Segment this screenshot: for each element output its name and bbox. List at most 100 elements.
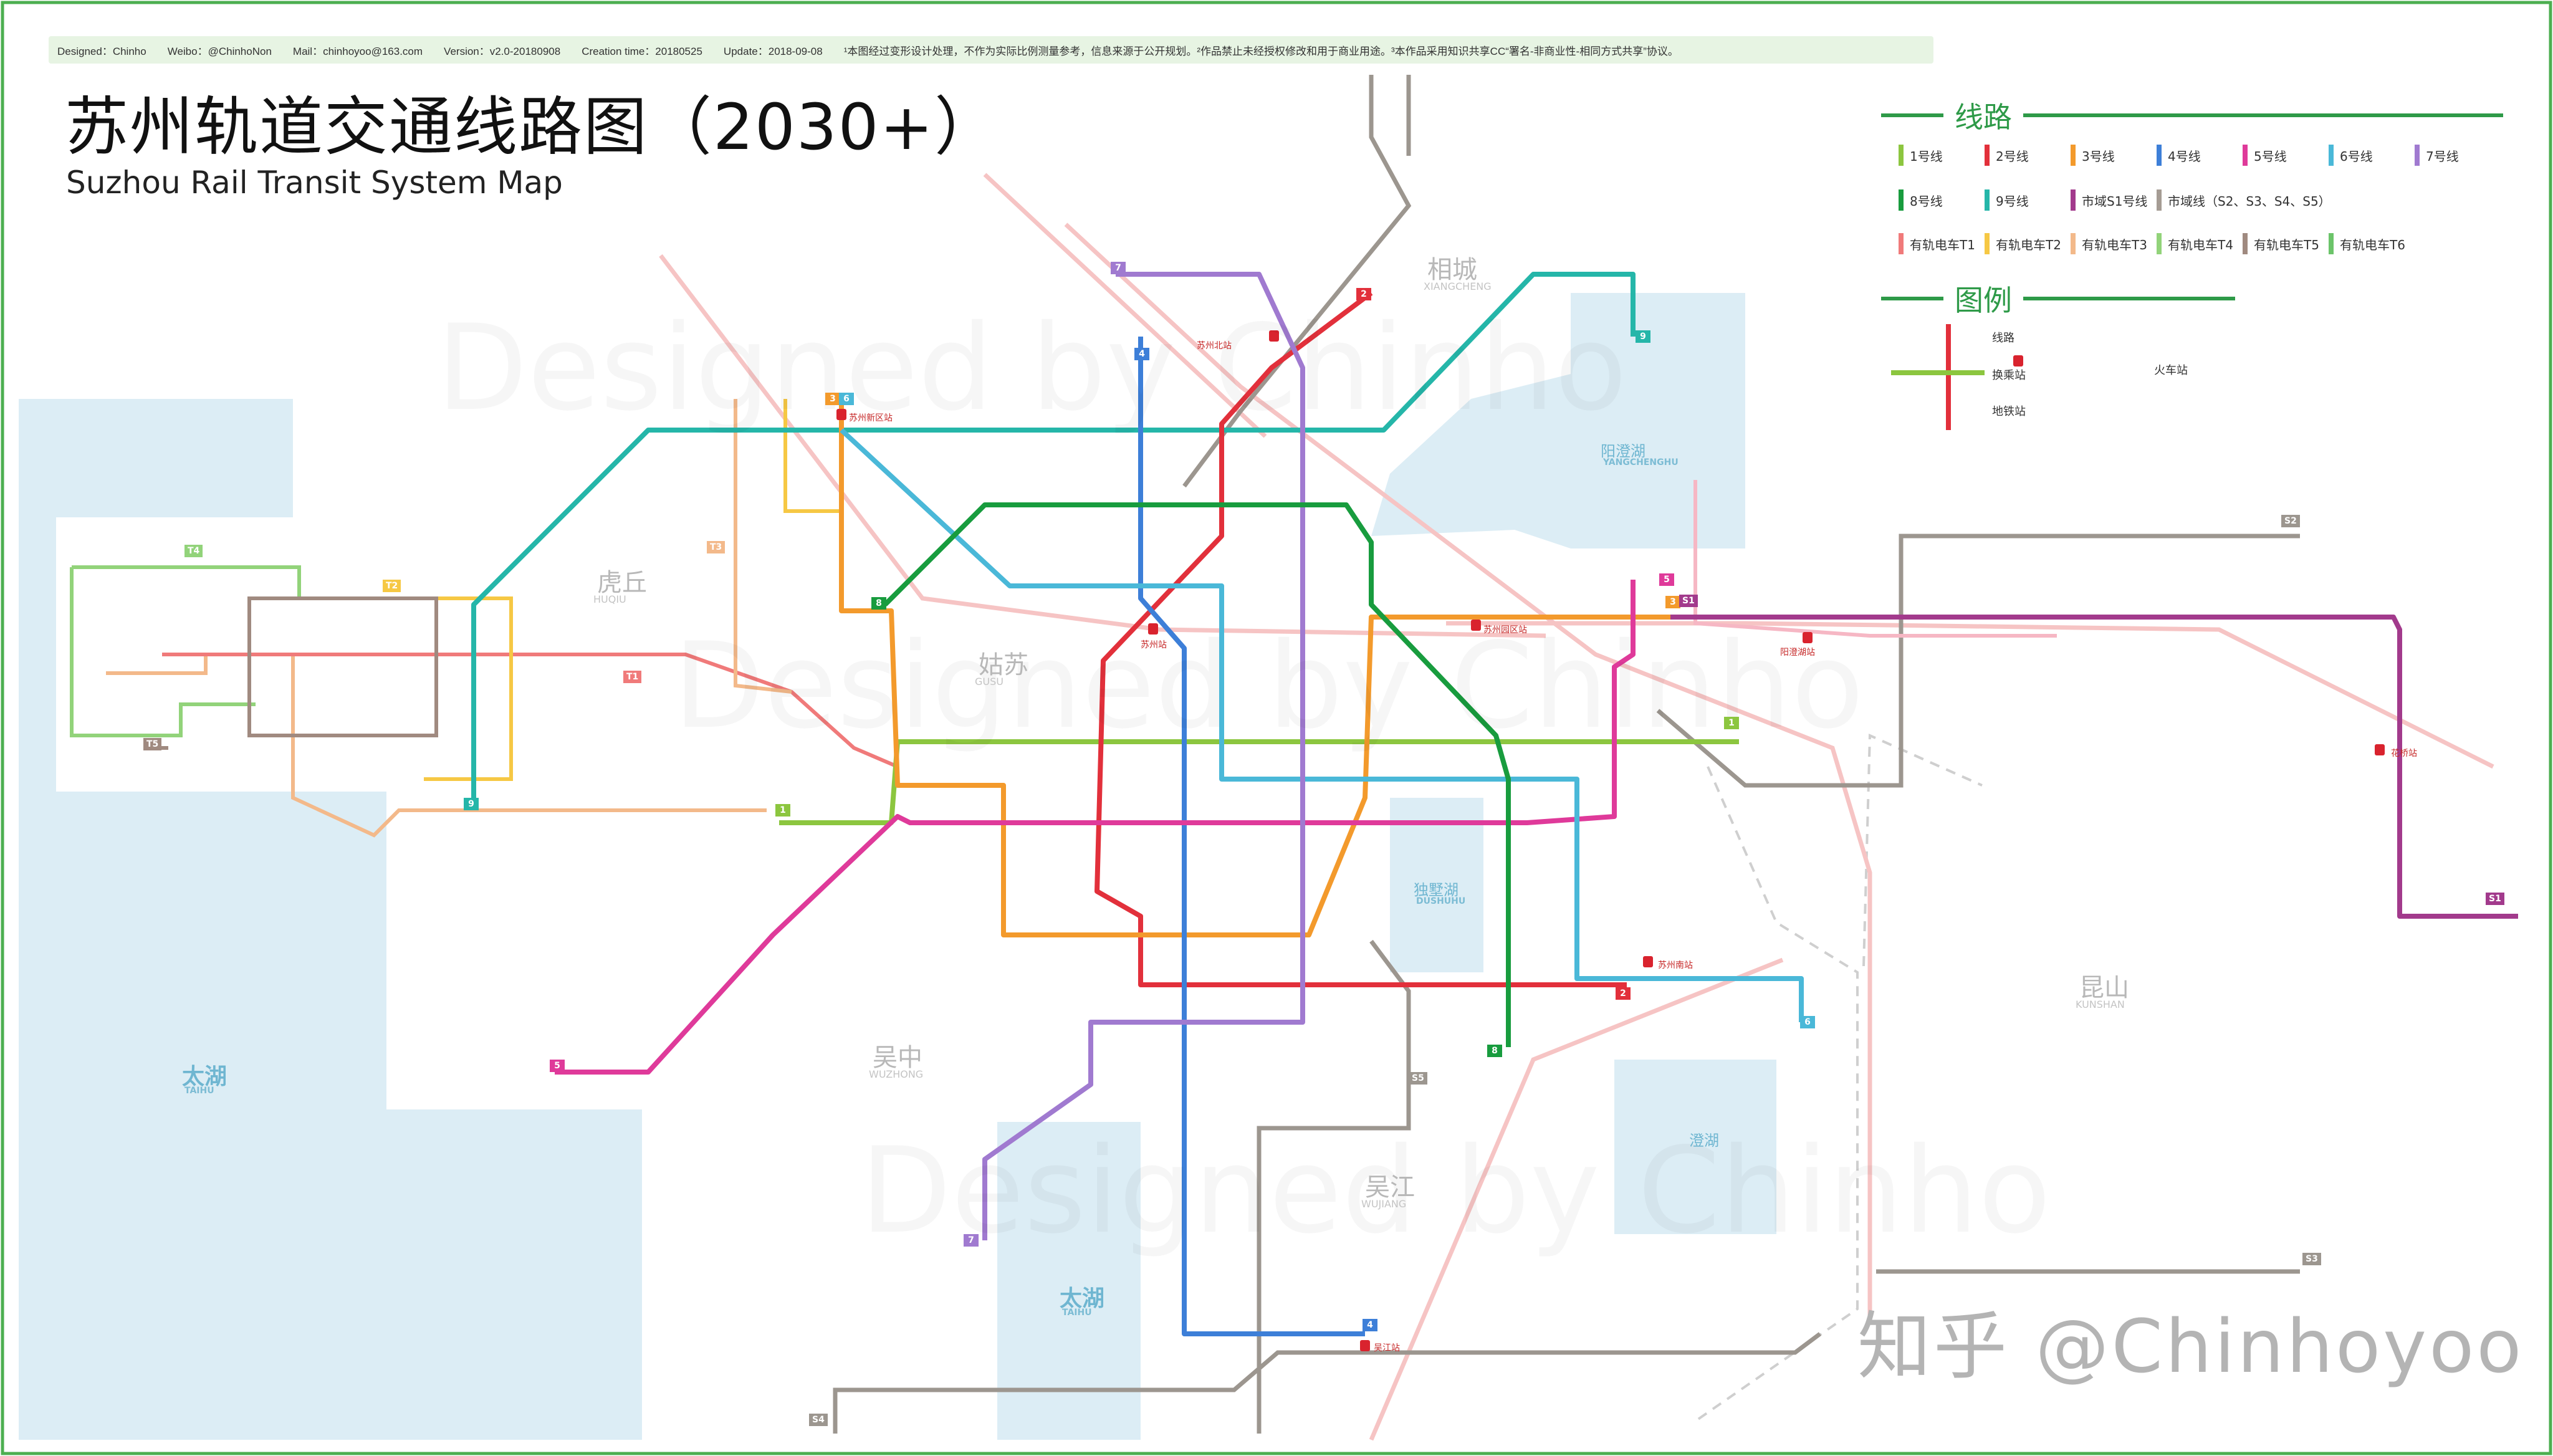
- map-title: 苏州轨道交通线路图（2030+）: [65, 90, 1000, 165]
- legend-swatch: [1985, 189, 1990, 211]
- legend-line-item: 有轨电车T4: [2157, 233, 2233, 254]
- legend-swatch: [2329, 233, 2334, 254]
- line-7: [982, 272, 1305, 1240]
- dushuhu-lake: [1390, 798, 1483, 972]
- lake-name-en: TAIHU: [184, 1086, 214, 1096]
- legend-swatch: [2329, 145, 2334, 166]
- legend-symbols-heading: 图例: [1881, 278, 2235, 319]
- district-name: 吴江: [1365, 1173, 1415, 1202]
- legend-swatch: [2157, 145, 2162, 166]
- legend-line-item: 8号线: [1899, 189, 1943, 211]
- legend-symbol-line: 线路: [1992, 332, 2014, 345]
- line-badge: S3: [2302, 1253, 2321, 1265]
- legend-swatch: [2157, 233, 2162, 254]
- legend-swatch: [1899, 233, 1904, 254]
- line-badge: 9: [464, 798, 479, 810]
- line-s1: [1670, 615, 2518, 919]
- legend-line-item: 有轨电车T5: [2243, 233, 2319, 254]
- legend-line-label: 2号线: [1996, 148, 2029, 164]
- district-name-en: WUZHONG: [869, 1068, 924, 1080]
- legend-symbol-graphics: [1891, 324, 2023, 430]
- legend-line-label: 有轨电车T3: [2082, 237, 2147, 252]
- legend-line-item: 5号线: [2243, 145, 2287, 166]
- lake-name: 独墅湖: [1414, 881, 1459, 899]
- lake-name: 澄湖: [1689, 1132, 1719, 1149]
- legend-line-label: 有轨电车T1: [1910, 237, 1975, 252]
- railway-station-name: 苏州北站: [1197, 341, 1232, 351]
- legend-swatch: [1899, 145, 1904, 166]
- line-badge: T4: [184, 545, 203, 557]
- lake-name: 太湖: [182, 1064, 228, 1090]
- lake-name: 太湖: [1060, 1286, 1105, 1311]
- legend-line-label: 有轨电车T2: [1996, 237, 2061, 252]
- legend-line-label: 9号线: [1996, 193, 2029, 209]
- legend-swatch: [2071, 233, 2076, 254]
- district-name-en: HUQIU: [593, 593, 626, 605]
- district-name: 昆山: [2079, 974, 2129, 1002]
- line-badge: 6: [839, 393, 854, 405]
- legend-line-label: 有轨电车T4: [2168, 237, 2233, 252]
- line-badge: 5: [550, 1060, 565, 1072]
- legend-line-label: 6号线: [2340, 148, 2373, 164]
- legend-line-label: 8号线: [1910, 193, 1943, 209]
- line-4: [1138, 337, 1365, 1336]
- railway-station-name: 苏州园区站: [1483, 625, 1527, 635]
- railway-station-name: 苏州新区站: [849, 413, 893, 423]
- legend-swatch: [1899, 189, 1904, 211]
- legend-symbol-railway: 火车站: [2154, 364, 2188, 377]
- taihu-south-lake: [997, 1122, 1141, 1440]
- line-badge: T2: [383, 580, 401, 592]
- footer-credit: 知乎 @Chinhoyoo: [1857, 1303, 2524, 1389]
- update-time: Update：2018-09-08: [723, 45, 823, 57]
- watermark-2: Designed by Chinho: [673, 617, 1864, 755]
- railway-station-name: 阳澄湖站: [1780, 648, 1815, 658]
- district-name-en: WUJIANG: [1361, 1198, 1407, 1210]
- legend-swatch: [2243, 233, 2248, 254]
- lake-name-en: TAIHU: [1062, 1308, 1092, 1318]
- legend-swatch: [1985, 145, 1990, 166]
- line-3: [839, 399, 1677, 937]
- legend-line-label: 3号线: [2082, 148, 2115, 164]
- watermark-3: Designed by Chinho: [860, 1122, 2051, 1260]
- line-badge: 4: [1134, 348, 1149, 360]
- tram-lines: [70, 399, 2057, 838]
- district-name-en: XIANGCHENG: [1424, 280, 1492, 292]
- line-badge: 3: [1665, 596, 1680, 608]
- line-badge: S4: [809, 1414, 828, 1426]
- line-5: [555, 580, 1636, 1075]
- railway-station-name: 花桥站: [2391, 749, 2417, 759]
- legend-line-label: 有轨电车T5: [2254, 237, 2319, 252]
- line-t4-loop: [70, 567, 256, 737]
- line-badge: S1: [1679, 595, 1698, 607]
- legend-line-label: 4号线: [2168, 148, 2201, 164]
- line-8: [883, 502, 1511, 1047]
- line-t3: [106, 653, 767, 838]
- line-s2: [1656, 534, 2300, 788]
- district-name-en: GUSU: [975, 676, 1003, 687]
- watermark-1: Designed by Chinho: [436, 299, 1627, 437]
- district-name: 相城: [1427, 256, 1477, 284]
- legend-line-label: 5号线: [2254, 148, 2287, 164]
- creation-time: Creation time：20180525: [582, 45, 702, 57]
- line-2: [1094, 290, 1627, 987]
- national-rail: [659, 173, 2494, 1441]
- lake-name: 阳澄湖: [1601, 443, 1645, 460]
- designer-credit: Designed：Chinho: [57, 45, 146, 57]
- line-badge: 6: [1800, 1016, 1815, 1028]
- line-badge: 2: [1616, 987, 1631, 1000]
- railway-station-markers: [836, 330, 2385, 1351]
- legend-line-item: 7号线: [2415, 145, 2459, 166]
- line-badge: T5: [143, 738, 162, 750]
- legend-line-item: 2号线: [1985, 145, 2029, 166]
- line-badge: 8: [1487, 1045, 1502, 1057]
- legend-line-item: 有轨电车T2: [1985, 233, 2061, 254]
- legend-line-item: 有轨电车T1: [1899, 233, 1975, 254]
- line-badge: S5: [1409, 1072, 1427, 1085]
- legend-line-item: 3号线: [2071, 145, 2115, 166]
- line-t3-branch: [734, 399, 792, 694]
- lake-name-en: DUSHUHU: [1416, 896, 1466, 906]
- district-name-en: KUNSHAN: [2076, 999, 2125, 1010]
